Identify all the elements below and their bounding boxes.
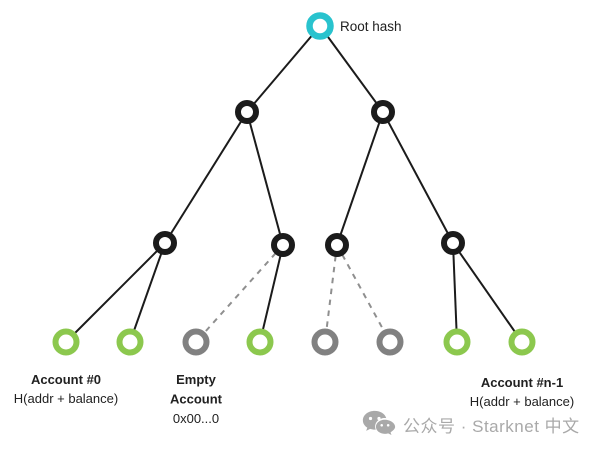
leaf-empty-account-2 (311, 328, 339, 356)
leaf-account-n-1 (508, 328, 536, 356)
label-empty-account-line-1: Account (170, 392, 223, 407)
edge-n10-leaf5 (336, 244, 391, 343)
watermark: 公众号 · Starknet 中文 (362, 410, 580, 438)
leaf-account-1 (116, 328, 144, 356)
internal-node-left-right (271, 233, 295, 257)
root-hash-label: Root hash (340, 19, 402, 34)
root-hash-node (306, 12, 334, 40)
watermark-text: 公众号 · Starknet 中文 (403, 416, 580, 436)
edge-n0-n01 (246, 111, 284, 246)
leaf-empty-account-3 (376, 328, 404, 356)
label-account-n-1-line-0: Account #n-1 (481, 375, 563, 390)
edge-n11-leaf7 (452, 242, 523, 343)
internal-node-left-left (153, 231, 177, 255)
edge-n00-leaf0 (65, 242, 166, 343)
internal-node-right (371, 100, 395, 124)
label-account-n-1-line-1: H(addr + balance) (470, 394, 574, 409)
label-empty-account-line-2: 0x00...0 (173, 411, 219, 426)
internal-node-left (235, 100, 259, 124)
label-account-0-line-1: H(addr + balance) (14, 391, 118, 406)
edge-root-n0 (246, 25, 321, 113)
label-account-0-line-0: Account #0 (31, 372, 101, 387)
leaf-account-0 (52, 328, 80, 356)
leaf-account-n-2 (443, 328, 471, 356)
edge-n1-n10 (336, 111, 384, 246)
edge-root-n1 (319, 25, 384, 113)
internal-node-right-left (325, 233, 349, 257)
internal-node-right-right (441, 231, 465, 255)
leaf-account-green (246, 328, 274, 356)
edge-n0-n00 (164, 111, 248, 244)
edge-n10-leaf4 (324, 244, 338, 343)
edge-n1-n11 (382, 111, 454, 244)
edge-n11-leaf6 (452, 242, 458, 343)
wechat-icon (362, 410, 396, 436)
edge-n01-leaf2 (195, 244, 284, 343)
edge-n01-leaf3 (259, 244, 284, 343)
leaf-empty-account (182, 328, 210, 356)
edge-n00-leaf1 (129, 242, 166, 343)
label-empty-account-line-0: Empty (176, 372, 217, 387)
